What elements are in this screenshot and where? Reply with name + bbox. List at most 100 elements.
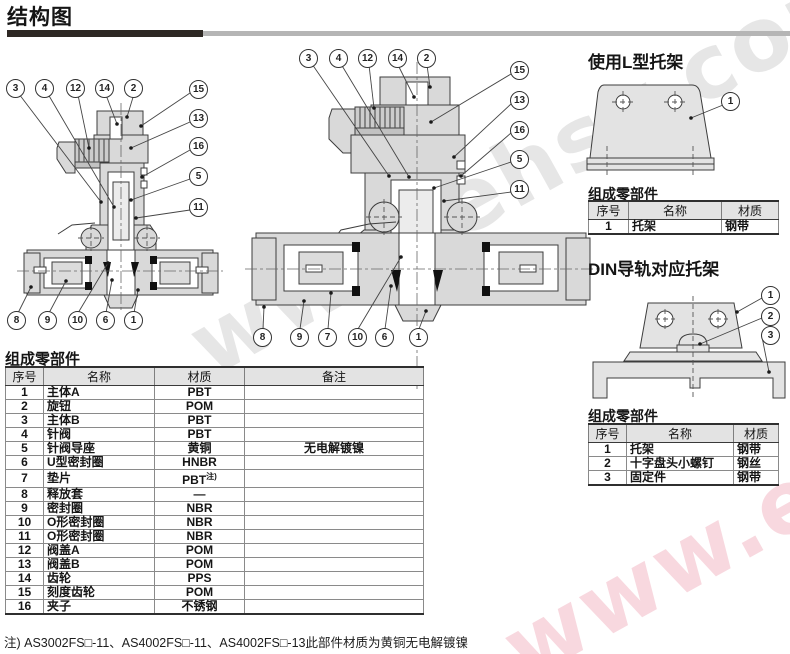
callout-3: 3 [761, 326, 780, 345]
cell-remark [244, 427, 424, 442]
cell-material: POM [154, 543, 245, 558]
callout-6: 6 [96, 311, 115, 330]
callout-8: 8 [7, 311, 26, 330]
cell-name: 主体A [43, 385, 155, 400]
cell-no: 4 [5, 427, 44, 442]
cell-no: 1 [5, 385, 44, 400]
cell-remark: 无电解镀镍 [244, 441, 424, 456]
cell-material: — [154, 487, 245, 502]
page-title: 结构图 [7, 6, 73, 29]
cell-name: 托架 [628, 219, 722, 235]
cell-material: PBT [154, 413, 245, 428]
callout-15: 15 [189, 80, 208, 99]
cell-remark [244, 599, 424, 615]
col-material: 材质 [733, 423, 779, 443]
cell-name: 针阀导座 [43, 441, 155, 456]
cell-material: POM [154, 557, 245, 572]
l-bracket-title: 使用L型托架 [588, 53, 684, 72]
title-underline-gray [203, 31, 790, 36]
cell-name: O形密封圈 [43, 529, 155, 544]
cell-no: 8 [5, 487, 44, 502]
l-bracket-drawing [586, 84, 715, 171]
cell-material: PPS [154, 571, 245, 586]
cell-material: NBR [154, 529, 245, 544]
title-underline-dark [7, 30, 203, 37]
cell-name: 主体B [43, 413, 155, 428]
callout-11: 11 [510, 180, 529, 199]
leader-dots [29, 85, 771, 374]
callout-16: 16 [510, 121, 529, 140]
cell-no: 11 [5, 529, 44, 544]
l-parts-heading: 组成零部件 [588, 186, 658, 202]
callout-1: 1 [409, 328, 428, 347]
cell-remark [244, 571, 424, 586]
cell-remark [244, 455, 424, 470]
cell-no: 2 [5, 399, 44, 414]
cell-material: 钢带 [733, 470, 779, 486]
callout-3: 3 [6, 79, 25, 98]
cell-name: 阀盖B [43, 557, 155, 572]
callout-9: 9 [38, 311, 57, 330]
callout-16: 16 [189, 137, 208, 156]
callout-9: 9 [290, 328, 309, 347]
callout-4: 4 [329, 49, 348, 68]
callout-1: 1 [124, 311, 143, 330]
cell-material: 钢带 [721, 219, 779, 235]
cell-material: PBT注) [154, 469, 245, 488]
col-name: 名称 [43, 366, 155, 386]
cell-no: 16 [5, 599, 44, 615]
cell-no: 2 [588, 456, 627, 471]
cell-name: 托架 [626, 442, 734, 457]
callout-6: 6 [375, 328, 394, 347]
col-name: 名称 [628, 200, 722, 220]
callout-13: 13 [510, 91, 529, 110]
cell-material: PBT [154, 427, 245, 442]
col-remark: 备注 [244, 366, 424, 386]
cell-no: 3 [5, 413, 44, 428]
cell-material: 钢带 [733, 442, 779, 457]
cell-remark [244, 543, 424, 558]
cell-material: POM [154, 399, 245, 414]
callout-3: 3 [299, 49, 318, 68]
callout-8: 8 [253, 328, 272, 347]
cell-name: O形密封圈 [43, 515, 155, 530]
cell-material: 不锈钢 [154, 599, 245, 615]
callout-2: 2 [124, 79, 143, 98]
cell-no: 9 [5, 501, 44, 516]
leader-lines [17, 63, 770, 373]
cell-name: 释放套 [43, 487, 155, 502]
col-material: 材质 [154, 366, 245, 386]
callout-2: 2 [417, 49, 436, 68]
callout-7: 7 [318, 328, 337, 347]
callout-14: 14 [95, 79, 114, 98]
callout-5: 5 [510, 150, 529, 169]
cell-remark [244, 501, 424, 516]
din-parts-heading: 组成零部件 [588, 408, 658, 424]
cell-no: 12 [5, 543, 44, 558]
col-no: 序号 [588, 423, 627, 443]
callout-4: 4 [35, 79, 54, 98]
cell-no: 13 [5, 557, 44, 572]
callout-11: 11 [189, 198, 208, 217]
callout-2: 2 [761, 307, 780, 326]
col-name: 名称 [626, 423, 734, 443]
din-title: DIN导轨对应托架 [588, 260, 720, 279]
cell-material: POM [154, 585, 245, 600]
callout-5: 5 [189, 167, 208, 186]
footnote-marker: 注) [206, 472, 217, 481]
